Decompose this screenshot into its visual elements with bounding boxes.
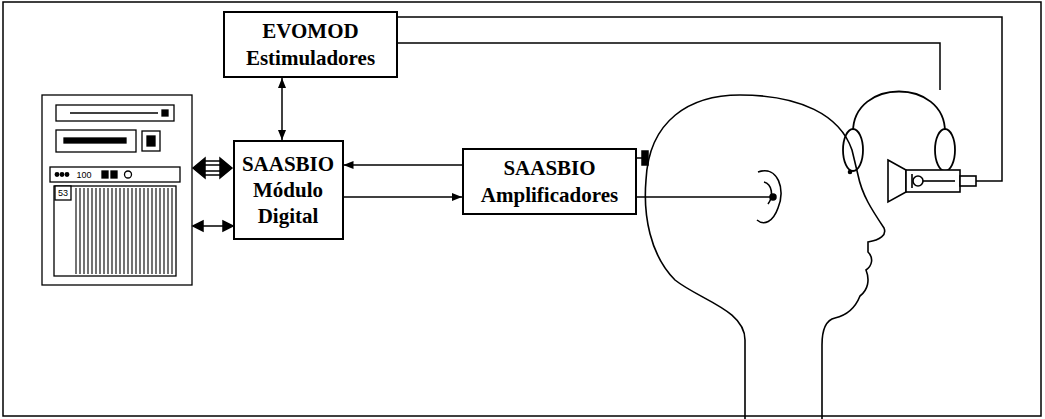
outer-frame	[3, 2, 1041, 416]
process-box: EVOMOD Estimuladores	[223, 11, 398, 78]
electrode-wire	[630, 151, 776, 200]
head-profile	[645, 95, 884, 419]
panel-digits: 100	[75, 171, 92, 180]
connector-arrow	[344, 196, 463, 198]
connector-arrow	[281, 78, 283, 140]
computer-tower	[42, 95, 192, 285]
process-box: SAASBIO Amplificadores	[462, 148, 637, 215]
box-label: SAASBIO Módulo Digital	[241, 151, 336, 230]
panel-digits: 53	[57, 189, 69, 198]
box-label: SAASBIO Amplificadores	[470, 155, 629, 208]
serial-arrow	[193, 221, 233, 231]
box-label: EVOMOD Estimuladores	[231, 18, 390, 71]
headphones	[843, 92, 955, 172]
bus-arrow	[193, 158, 232, 178]
process-box: SAASBIO Módulo Digital	[233, 140, 344, 240]
connector-arrow	[344, 164, 463, 166]
light-stimulator	[888, 160, 976, 202]
